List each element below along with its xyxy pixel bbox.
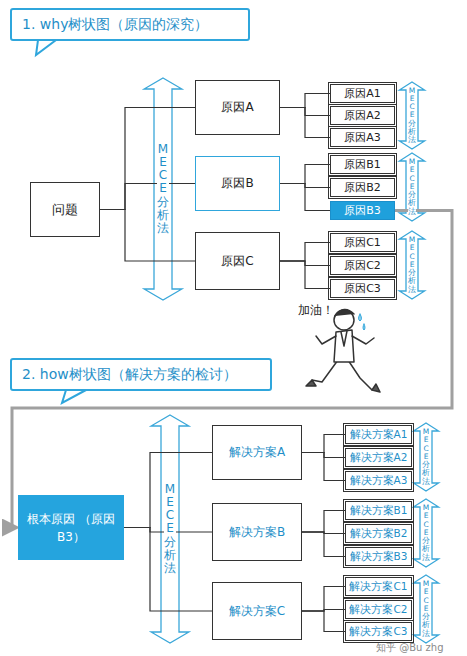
node-text: 原因A [221, 99, 253, 116]
node-text: 原因C1 [344, 235, 381, 250]
highlighted-cause-box: 原因B3 [330, 201, 395, 220]
sub-solution-box: 解决方案A2 [345, 448, 412, 467]
mece-double-arrow [399, 231, 424, 299]
mece-double-arrow [151, 415, 189, 643]
node-text: 问题 [52, 201, 78, 219]
running-man [306, 309, 380, 392]
tree-connector [302, 532, 345, 557]
bubble-tail [36, 40, 56, 55]
node-text: 解决方案C1 [349, 580, 407, 594]
node-text: 2. how树状图（解决方案的检讨） [22, 366, 237, 384]
watermark: 知乎 @Bu zhg [376, 641, 444, 655]
mece-double-arrow [144, 78, 182, 300]
cheer-text: 加油！ [298, 302, 334, 319]
tree-connector [280, 261, 330, 289]
sub-solution-box: 解决方案A3 [345, 471, 412, 490]
loop-arrow [12, 211, 452, 528]
mece-label: MECE分析法 [422, 580, 430, 638]
mece-label: MECE分析法 [408, 236, 416, 294]
mece-double-arrow [413, 575, 438, 643]
tree-connector [280, 165, 330, 184]
tree-connector [280, 94, 330, 108]
node-text: 解决方案B [229, 524, 285, 541]
mece-label: MECE分析法 [422, 428, 430, 486]
node-text: 原因B1 [344, 157, 381, 172]
callout-bubble: 1. why树状图（原因的深究） [10, 8, 250, 41]
tree-connector [280, 108, 330, 138]
node-text: 原因C3 [344, 281, 381, 296]
root-cause-box: 根本原因 （原因B3） [18, 495, 124, 560]
node-text: 解决方案A1 [350, 428, 408, 442]
node-text: 解决方案A3 [350, 474, 408, 488]
cause-box: 原因B [195, 156, 280, 211]
node-text: 解决方案A2 [350, 451, 408, 465]
mece-label: MECE分析法 [157, 143, 169, 235]
sub-cause-box: 原因C1 [330, 233, 395, 252]
tree-connector [100, 184, 195, 210]
tree-connector [302, 587, 345, 612]
tree-connector [100, 108, 195, 210]
tree-connector [280, 184, 330, 211]
node-text: 根本原因 （原因B3） [18, 510, 124, 546]
mece-label: MECE分析法 [422, 504, 430, 562]
tree-connector [302, 435, 345, 453]
problem-box: 问题 [30, 182, 100, 237]
sub-cause-box: 原因B1 [330, 155, 395, 174]
callout-bubble: 2. how树状图（解决方案的检讨） [10, 358, 272, 391]
mece-label: MECE分析法 [164, 483, 176, 575]
node-text: 解决方案C3 [349, 625, 407, 639]
tree-connector [280, 243, 330, 262]
solution-box: 解决方案A [212, 425, 302, 480]
node-text: 原因B2 [344, 180, 381, 195]
mece-label: MECE分析法 [408, 158, 416, 216]
tree-connector [302, 453, 345, 481]
tree-connector [100, 210, 195, 262]
cause-box: 原因C [195, 232, 280, 290]
node-text: 原因A1 [344, 86, 381, 101]
node-text: 原因B3 [344, 203, 381, 218]
sub-solution-box: 解决方案B2 [345, 524, 412, 543]
node-text: 原因B [221, 175, 253, 192]
sub-solution-box: 解决方案C1 [345, 577, 412, 596]
sub-solution-box: 解决方案B1 [345, 501, 412, 520]
solution-box: 解决方案C [212, 582, 302, 640]
node-text: 解决方案B3 [350, 550, 408, 564]
node-text: 原因A3 [344, 130, 381, 145]
sub-cause-box: 原因A3 [330, 128, 395, 147]
bubble-tail [62, 390, 86, 403]
solution-box: 解决方案B [212, 503, 302, 561]
sub-cause-box: 原因B2 [330, 178, 395, 197]
sub-solution-box: 解决方案B3 [345, 547, 412, 566]
mece-double-arrow [399, 82, 424, 149]
node-text: 解决方案A [229, 444, 285, 461]
sub-cause-box: 原因C3 [330, 279, 395, 298]
node-text: 解决方案C [229, 603, 285, 620]
tree-connector [302, 611, 345, 632]
sub-solution-box: 解决方案A1 [345, 425, 412, 444]
node-text: 解决方案B2 [350, 527, 408, 541]
sub-cause-box: 原因A1 [330, 84, 395, 103]
node-text: 解决方案C2 [349, 603, 407, 617]
tree-connector [302, 511, 345, 533]
node-text: 原因C2 [344, 258, 381, 273]
node-text: 原因A2 [344, 108, 381, 123]
sub-cause-box: 原因C2 [330, 256, 395, 275]
node-text: 解决方案B1 [350, 504, 408, 518]
sub-solution-box: 解决方案C2 [345, 600, 412, 619]
sub-solution-box: 解决方案C3 [345, 622, 412, 641]
node-text: 1. why树状图（原因的深究） [22, 16, 208, 34]
mece-double-arrow [413, 423, 438, 491]
node-text: 原因C [221, 253, 253, 270]
mece-double-arrow [413, 499, 438, 567]
mece-label: MECE分析法 [408, 87, 416, 145]
sub-cause-box: 原因A2 [330, 106, 395, 125]
cause-box: 原因A [195, 80, 280, 135]
